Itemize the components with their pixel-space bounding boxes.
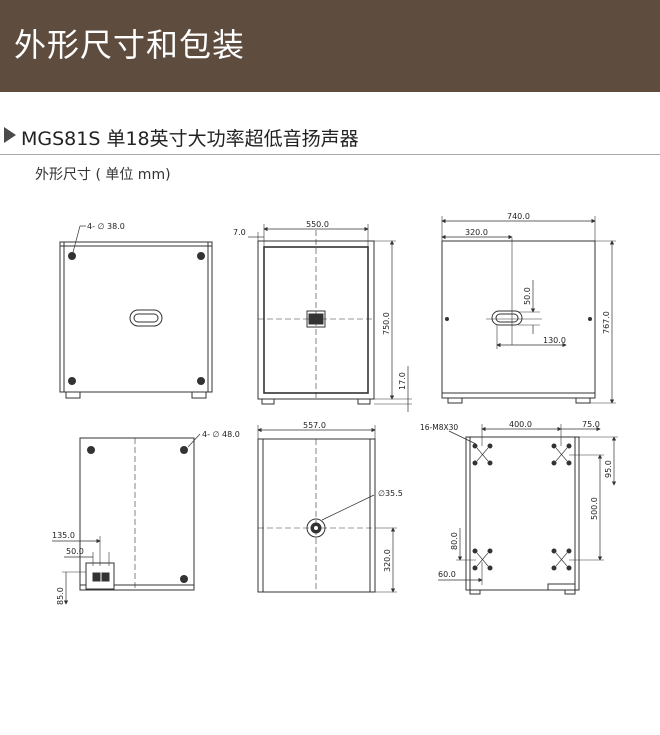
front-foot-right (191, 391, 207, 399)
socket-diameter-label: ∅35.5 (378, 489, 403, 498)
triangle-right-icon (4, 127, 16, 143)
front-holes-label: 4- ∅ 38.0 (87, 222, 125, 231)
pole-socket (306, 518, 326, 538)
rear-hole (180, 446, 188, 454)
m8-group-h-label: 80.0 (450, 532, 459, 550)
page-header: 外形尺寸和包装 (0, 0, 660, 92)
front-hole (68, 377, 76, 385)
m8-group-bottom-left (472, 548, 493, 571)
front-hole (197, 252, 205, 260)
top-width-label: 550.0 (306, 220, 329, 229)
m8-edge-x-label: 75.0 (582, 420, 600, 429)
rigging-view (438, 424, 618, 595)
side-width-label: 740.0 (507, 212, 530, 221)
front-handle (129, 309, 163, 327)
front-cabinet (59, 241, 213, 393)
rear-cabinet (79, 437, 195, 591)
top-gap-label: 7.0 (233, 228, 246, 237)
units-subtitle: 外形尺寸 ( 单位 mm) (35, 167, 171, 183)
m8-group-bottom-right (551, 548, 572, 571)
m8-group-w-label: 60.0 (438, 570, 456, 579)
m8-edge-y-label: 95.0 (604, 460, 613, 478)
speakon-connector (92, 572, 101, 582)
rear-view (52, 433, 201, 605)
side-height-label: 750.0 (382, 312, 391, 335)
handle-offset-h-label: 130.0 (543, 336, 566, 345)
m8-points-label: 16-M8X30 (420, 423, 458, 432)
side-view (441, 216, 616, 404)
section-title: MGS81S 单18英寸大功率超低音扬声器 (21, 128, 359, 150)
bottom-cabinet (257, 438, 376, 593)
side-total-height-label: 767.0 (602, 311, 611, 334)
rear-holes-label: 4- ∅ 48.0 (202, 430, 240, 439)
page-title: 外形尺寸和包装 (14, 26, 246, 64)
rear-hole (87, 446, 95, 454)
grille-view (248, 224, 412, 412)
section-divider (0, 154, 660, 155)
foot-height-label: 17.0 (398, 372, 407, 390)
side-cabinet (441, 240, 596, 399)
handle-offset-v-label: 50.0 (523, 287, 532, 305)
socket-height-label: 320.0 (383, 549, 392, 572)
side-handle (491, 310, 523, 326)
bottom-width-label: 557.0 (303, 421, 326, 430)
rear-hole (180, 575, 188, 583)
m8-group-top-left (472, 443, 493, 466)
speakon-connector (101, 572, 110, 582)
front-hole (197, 377, 205, 385)
rear-panel-w-label: 50.0 (66, 547, 84, 556)
front-foot-left (65, 391, 81, 399)
m8-span-y-label: 500.0 (590, 497, 599, 520)
side-offset-label: 320.0 (465, 228, 488, 237)
m8-group-top-right (551, 443, 572, 466)
m8-span-x-label: 400.0 (509, 420, 532, 429)
rigging-cabinet (465, 436, 580, 591)
front-view (59, 225, 213, 399)
rear-panel-h-label: 85.0 (56, 587, 65, 605)
bottom-view (257, 425, 397, 593)
rear-panel-x-label: 135.0 (52, 531, 75, 540)
